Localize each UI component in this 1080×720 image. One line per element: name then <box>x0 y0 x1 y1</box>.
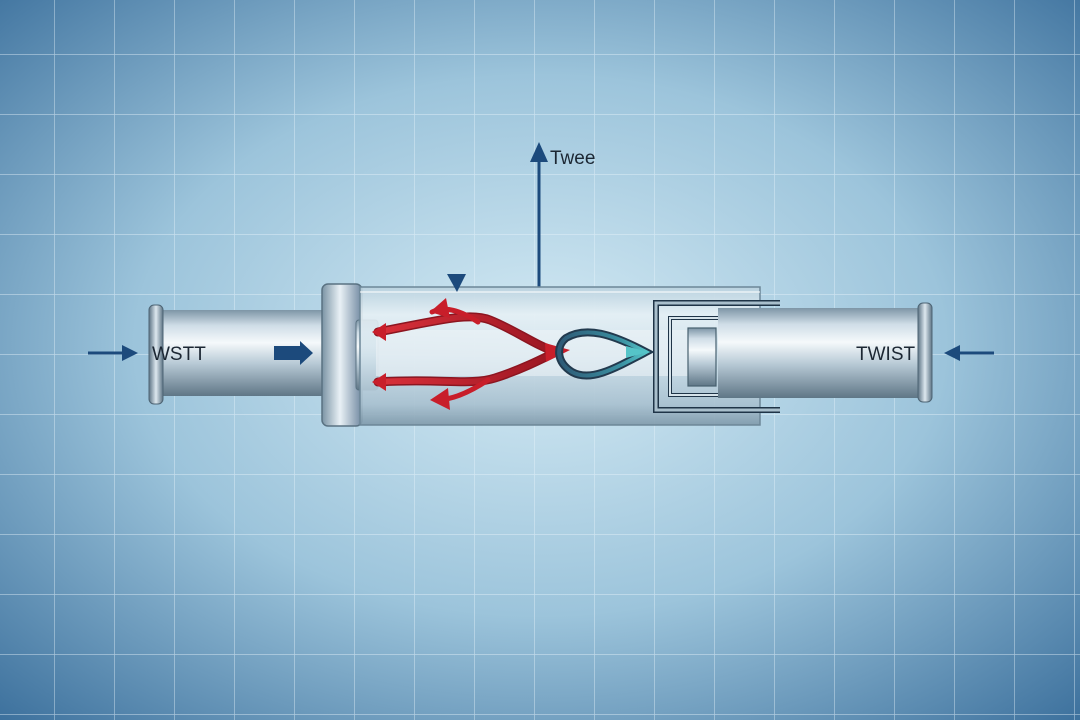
arrow-up-icon <box>530 142 548 162</box>
right-pipe-end-cap <box>917 302 933 403</box>
left-label: WSTT <box>152 344 206 365</box>
cup-spindle <box>687 327 717 387</box>
flow-arrows <box>372 298 570 410</box>
right-input <box>944 345 994 361</box>
flow-lower <box>375 349 559 385</box>
left-pipe-end-cap <box>148 304 164 405</box>
flow-upper-head <box>372 323 386 341</box>
flow-upper <box>375 313 559 355</box>
flow-lower-head <box>372 373 386 391</box>
flow-upper-branch-head <box>430 298 450 318</box>
right-label: TWIST <box>856 344 915 365</box>
top-label: Twee <box>550 148 595 169</box>
coupling-cup <box>653 300 780 413</box>
left-input <box>88 341 313 365</box>
valve-tip <box>626 346 648 358</box>
arrow-right-icon <box>274 341 313 365</box>
valve-icon <box>555 328 655 380</box>
top-arrow <box>530 142 548 288</box>
arrow-right-icon <box>122 345 138 361</box>
valve-outline <box>557 330 651 378</box>
arrow-down-icon <box>447 274 466 292</box>
left-pipe <box>148 304 327 405</box>
right-pipe-body <box>718 308 926 398</box>
arrow-left-icon <box>944 345 960 361</box>
right-pipe <box>718 302 933 403</box>
flow-lower-branch-head <box>430 388 450 410</box>
